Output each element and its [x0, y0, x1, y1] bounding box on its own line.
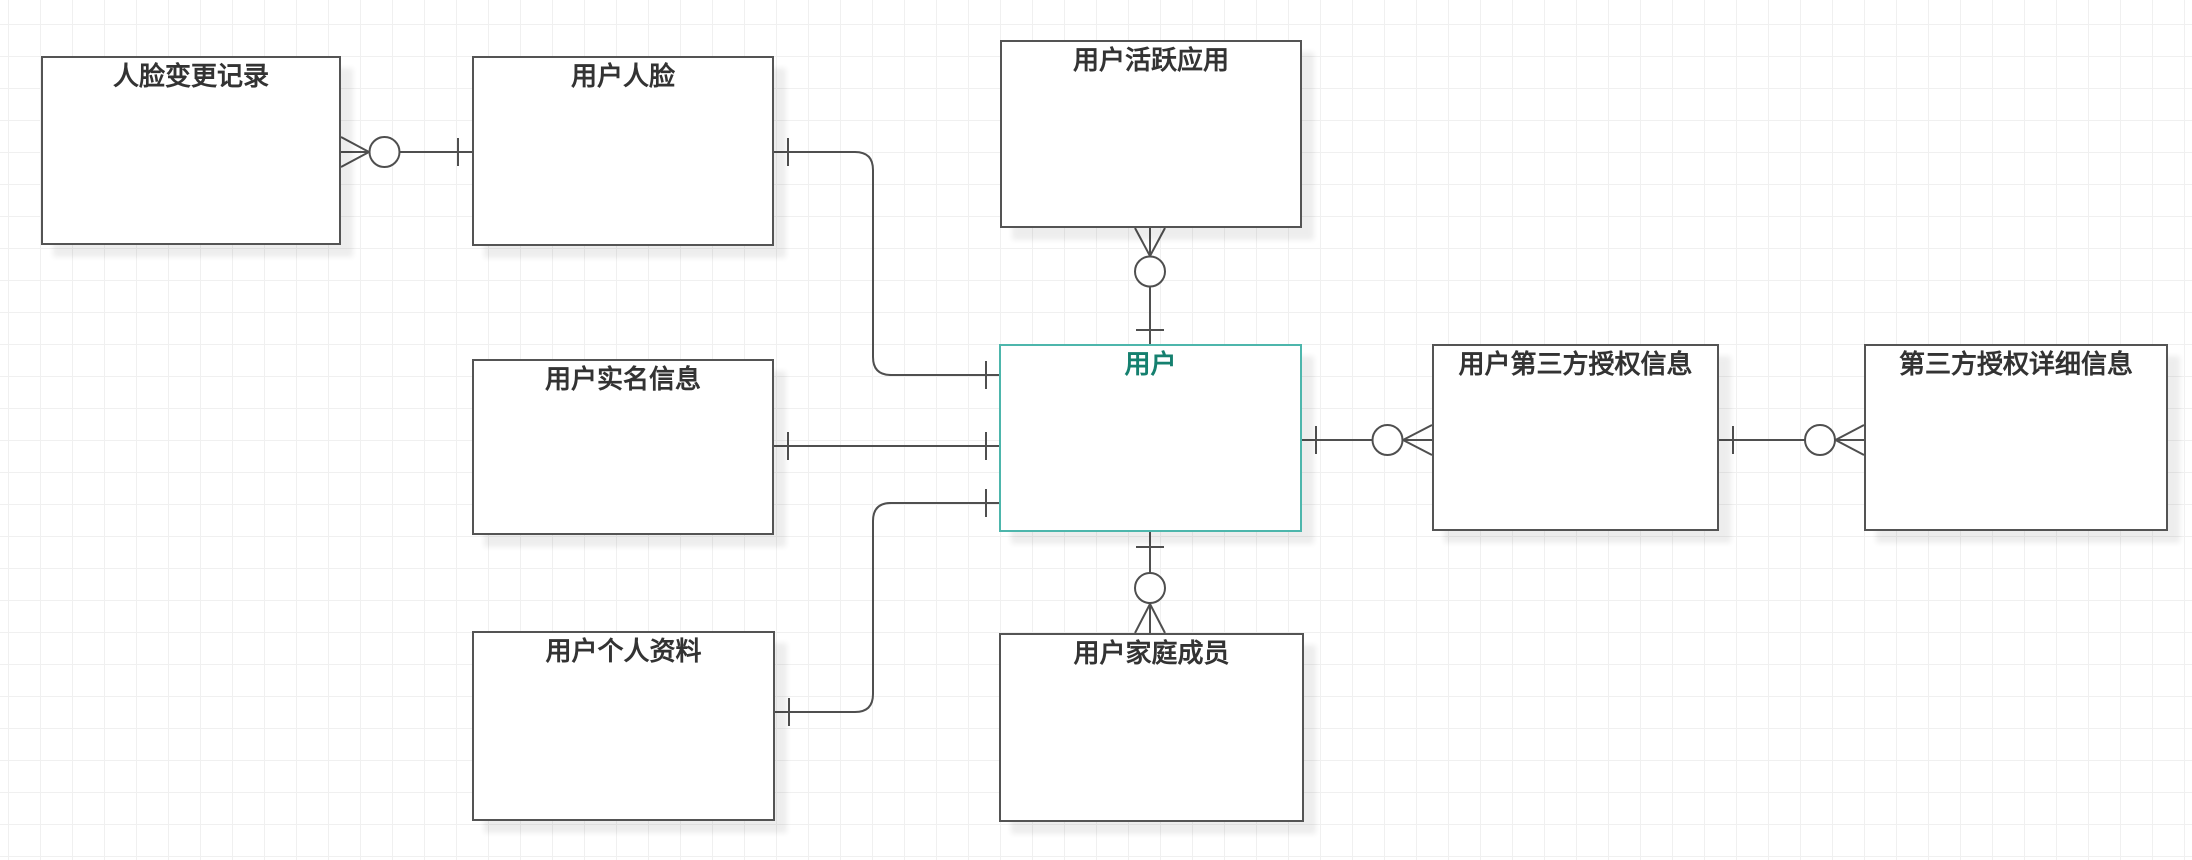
connector-user-third-party-auth--third-party-auth-detail[interactable]	[1719, 424, 1865, 456]
entity-label-user-third-party-auth: 用户第三方授权信息	[1458, 349, 1693, 379]
entity-user-realname-info[interactable]: 用户实名信息	[472, 359, 774, 535]
connector-user--user-family-member[interactable]	[1134, 532, 1166, 634]
entity-label-user-profile: 用户个人资料	[545, 636, 702, 666]
entity-third-party-auth-detail[interactable]: 第三方授权详细信息	[1864, 344, 2168, 531]
entity-user-third-party-auth[interactable]: 用户第三方授权信息	[1432, 344, 1719, 531]
entity-user-profile[interactable]: 用户个人资料	[472, 631, 775, 821]
entity-label-face-change-log: 人脸变更记录	[112, 61, 269, 91]
entity-user-family-member[interactable]: 用户家庭成员	[999, 633, 1304, 822]
connector-user--user-third-party-auth[interactable]	[1302, 424, 1433, 456]
entity-label-user-active-app: 用户活跃应用	[1072, 45, 1229, 75]
entity-user[interactable]: 用户	[999, 344, 1302, 532]
connector-user-realname-info--user[interactable]	[774, 432, 999, 460]
entity-face-change-log[interactable]: 人脸变更记录	[41, 56, 341, 245]
entity-user-active-app[interactable]: 用户活跃应用	[1000, 40, 1302, 228]
entity-label-user-face: 用户人脸	[570, 61, 675, 91]
connector-user-profile--user[interactable]	[775, 489, 999, 726]
entity-label-user-realname-info: 用户实名信息	[544, 364, 701, 394]
entity-label-user: 用户	[1124, 349, 1177, 379]
entity-label-third-party-auth-detail: 第三方授权详细信息	[1898, 349, 2133, 379]
entity-user-face[interactable]: 用户人脸	[472, 56, 774, 246]
connector-user-active-app--user[interactable]	[1134, 227, 1166, 344]
entity-label-user-family-member: 用户家庭成员	[1073, 638, 1230, 668]
connector-user-face--user[interactable]	[774, 138, 999, 389]
connector-face-change-log--user-face[interactable]	[340, 136, 472, 168]
